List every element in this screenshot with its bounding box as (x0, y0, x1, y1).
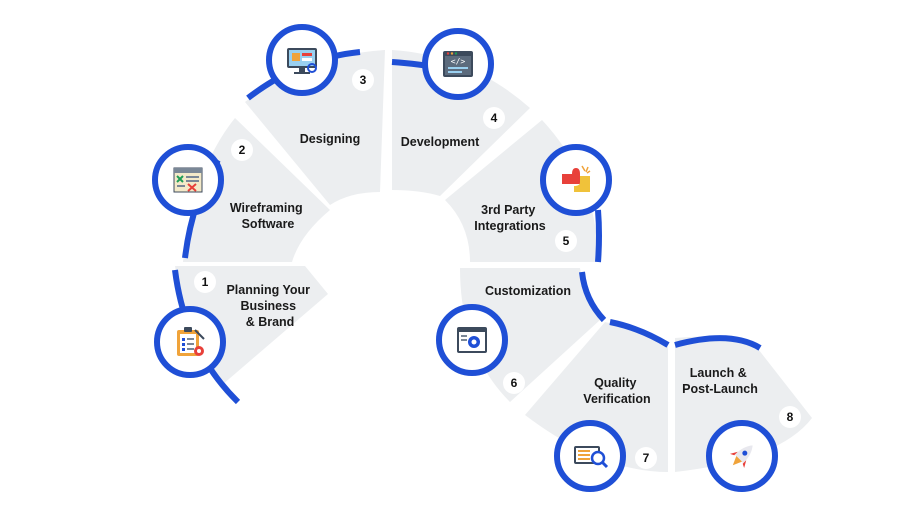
checklist-icon (177, 327, 205, 356)
segment-7 (525, 322, 668, 472)
svg-text:3: 3 (360, 73, 367, 87)
badge-step-5: 5 (555, 230, 577, 252)
icon-circle-step-4: </> (422, 28, 494, 100)
icon-circle-step-2 (152, 144, 224, 216)
label-step-7: Quality Verification (583, 376, 650, 406)
arc-6 (579, 271, 607, 323)
arc-7 (609, 319, 670, 348)
label-step-2: Wireframing Software (230, 201, 306, 231)
svg-text:5: 5 (563, 234, 570, 248)
icon-circles: </> (152, 24, 778, 492)
svg-text:7: 7 (643, 451, 650, 465)
puzzle-icon (562, 165, 591, 192)
arc-8 (674, 335, 762, 351)
icon-circle-step-8 (706, 420, 778, 492)
badge-step-7: 7 (635, 447, 657, 469)
segment-4 (392, 50, 530, 196)
number-badges: 1 2 3 4 5 6 7 8 (194, 69, 801, 469)
segment-6 (460, 268, 600, 402)
badge-step-2: 2 (231, 139, 253, 161)
segment-2 (183, 118, 330, 262)
badge-step-6: 6 (503, 372, 525, 394)
icon-circle-step-6 (436, 304, 508, 376)
badge-step-1: 1 (194, 271, 216, 293)
wireframe-icon (173, 167, 203, 193)
label-step-5: 3rd Party Integrations (474, 203, 546, 233)
magnifier-screen-icon (574, 446, 609, 469)
label-step-6: Customization (485, 284, 571, 298)
badge-step-8: 8 (779, 406, 801, 428)
svg-text:2: 2 (239, 143, 246, 157)
label-step-3: Designing (300, 132, 360, 146)
icon-circle-step-1 (154, 306, 226, 378)
code-window-icon: </> (443, 51, 473, 77)
svg-text:1: 1 (202, 275, 209, 289)
icon-circle-step-3 (266, 24, 338, 96)
badge-step-4: 4 (483, 107, 505, 129)
segment-3 (245, 50, 385, 205)
icon-circle-step-7 (554, 420, 626, 492)
label-step-8: Launch & Post-Launch (682, 366, 758, 396)
label-step-1: Planning Your Business & Brand (226, 283, 313, 329)
svg-text:4: 4 (491, 111, 498, 125)
icon-circle-step-5 (540, 144, 612, 216)
segment-8 (675, 336, 812, 472)
arc-5 (595, 209, 602, 263)
settings-window-icon (457, 327, 487, 353)
svg-text:</>: </> (451, 57, 466, 66)
rocket-icon (729, 445, 753, 469)
label-step-4: Development (401, 135, 480, 149)
design-monitor-icon (287, 48, 317, 74)
svg-text:6: 6 (511, 376, 518, 390)
svg-text:8: 8 (787, 410, 794, 424)
labels: Planning Your Business & Brand Wireframi… (226, 132, 757, 406)
badge-step-3: 3 (352, 69, 374, 91)
